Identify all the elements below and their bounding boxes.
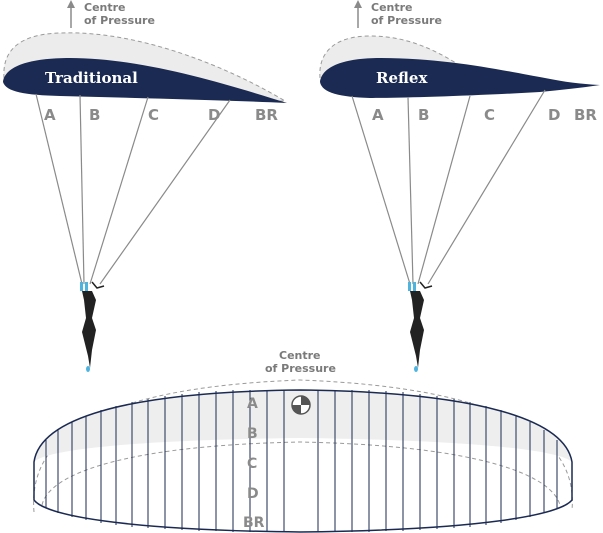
planform-row-label-a: A xyxy=(247,396,258,412)
traditional-cp-label-1: Centre xyxy=(84,1,126,14)
planform-row-label-d: D xyxy=(247,486,259,502)
planform-cp-label-1: Centre xyxy=(279,349,321,362)
traditional-lines xyxy=(35,93,231,285)
up-arrow-icon xyxy=(67,0,75,28)
reflex-title: Reflex xyxy=(376,69,428,87)
planform-cells xyxy=(45,390,558,532)
traditional-line-label-b: B xyxy=(89,106,100,124)
traditional-line-label-a: A xyxy=(44,106,56,124)
planform-panel: Centre of Pressure xyxy=(33,349,573,533)
traditional-title: Traditional xyxy=(45,69,138,87)
reflex-line-label-d: D xyxy=(548,106,560,124)
reflex-panel: Centre of Pressure Reflex A B C D BR xyxy=(319,0,600,372)
planform-cp-label-2: of Pressure xyxy=(265,362,336,375)
reflex-cp-label-1: Centre xyxy=(371,1,413,14)
reflex-line-label-br: BR xyxy=(574,106,597,124)
reflex-cp-label-2: of Pressure xyxy=(371,14,442,27)
reflex-airfoil xyxy=(320,58,600,98)
planform-row-label-c: C xyxy=(247,456,257,472)
reflex-lines xyxy=(351,89,546,285)
reflex-line-label-a: A xyxy=(372,106,384,124)
traditional-line-label-c: C xyxy=(148,106,159,124)
centre-of-pressure-marker-icon xyxy=(291,395,311,415)
traditional-pilot xyxy=(80,281,105,372)
traditional-panel: Centre of Pressure Traditional A B C D B… xyxy=(3,0,287,372)
reflex-line-label-b: B xyxy=(418,106,429,124)
planform-canopy-outline xyxy=(33,389,573,533)
planform-row-label-br: BR xyxy=(243,515,265,531)
up-arrow-icon xyxy=(354,0,362,28)
traditional-line-label-d: D xyxy=(208,106,220,124)
traditional-line-label-br: BR xyxy=(255,106,278,124)
traditional-airfoil xyxy=(3,58,287,103)
planform-lower-envelope xyxy=(41,441,561,506)
reflex-line-label-c: C xyxy=(484,106,495,124)
traditional-cp-label-2: of Pressure xyxy=(84,14,155,27)
planform-row-label-b: B xyxy=(247,426,258,442)
reflex-pilot xyxy=(408,281,433,372)
